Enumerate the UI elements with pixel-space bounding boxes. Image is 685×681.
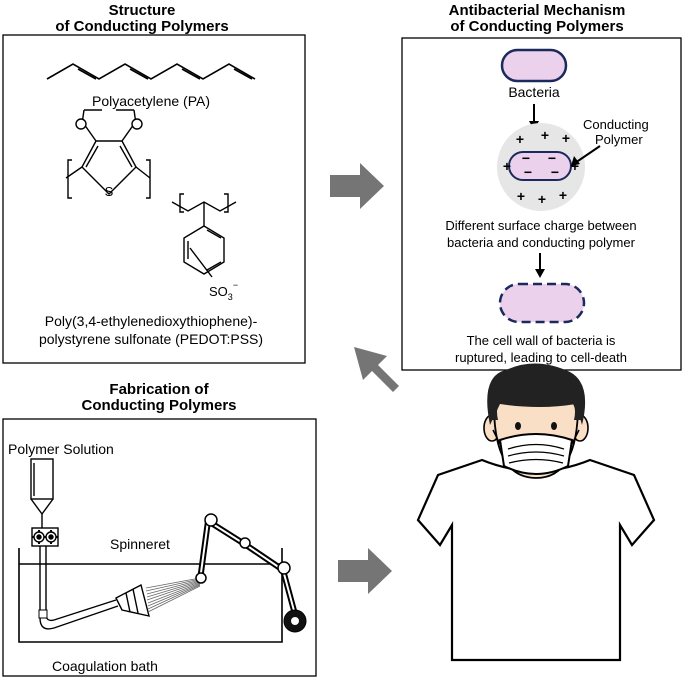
- right-eye: [551, 422, 557, 430]
- svg-text:+: +: [517, 188, 525, 204]
- mechanism-panel: Antibacterial Mechanism of Conducting Po…: [401, 2, 682, 371]
- polyacetylene-label: Polyacetylene (PA): [92, 93, 210, 109]
- roller-icon: [195, 513, 291, 584]
- conducting-polymer-label-line2: Polymer: [595, 132, 643, 147]
- pedot-label-line2: polystyrene sulfonate (PEDOT:PSS): [39, 331, 263, 347]
- svg-text:−: −: [548, 150, 556, 166]
- charge-text-line2: bacteria and conducting polymer: [447, 235, 636, 250]
- hair-top: [487, 363, 586, 425]
- rupture-text-line1: The cell wall of bacteria is: [467, 333, 616, 348]
- coagulation-bath-label: Coagulation bath: [52, 658, 158, 674]
- svg-text:−: −: [551, 164, 559, 180]
- rupture-text-line2: ruptured, leading to cell-death: [455, 350, 627, 365]
- mechanism-title-line2: of Conducting Polymers: [450, 18, 623, 35]
- bacteria-icon: [500, 48, 568, 83]
- left-eye: [515, 422, 521, 430]
- pss-structure: [171, 193, 237, 278]
- flow-arrow-icon: [330, 163, 384, 209]
- structure-title-line1: Structure: [109, 2, 176, 19]
- structure-title-line2: of Conducting Polymers: [55, 18, 228, 35]
- structure-panel: Structure of Conducting Polymers Polyace…: [2, 2, 306, 364]
- fabrication-title-line1: Fabrication of: [109, 381, 209, 398]
- fabrication-panel-frame: [2, 418, 317, 677]
- pedot-label-line1: Poly(3,4-ethylenedioxythiophene)-: [45, 313, 258, 329]
- svg-text:+: +: [571, 158, 579, 174]
- svg-text:−: −: [524, 164, 532, 180]
- polyacetylene-structure: [46, 63, 256, 80]
- sulfonate-group: SO3−: [209, 280, 238, 302]
- t-shirt-icon: [416, 458, 656, 662]
- spinneret-label: Spinneret: [110, 536, 170, 552]
- ruptured-bacteria-icon: [498, 282, 586, 324]
- face-mask-icon: [492, 429, 580, 475]
- positive-charges: + + + + + + + +: [503, 127, 579, 207]
- polymer-solution-label: Polymer Solution: [8, 441, 114, 457]
- gear-icon: [32, 530, 58, 544]
- svg-text:+: +: [503, 158, 511, 174]
- svg-text:+: +: [562, 130, 570, 146]
- take-up-spool-hub: [291, 617, 299, 625]
- feed-tube: [38, 546, 150, 630]
- coagulation-bath: [18, 548, 283, 643]
- flow-arrow-icon: [354, 347, 399, 392]
- fabrication-panel: Fabrication of Conducting Polymers Polym…: [2, 381, 317, 677]
- svg-text:+: +: [538, 191, 546, 207]
- flow-arrow-icon: [338, 548, 392, 594]
- fabrication-title-line2: Conducting Polymers: [81, 397, 236, 414]
- charge-text-line1: Different surface charge between: [445, 218, 636, 233]
- person-icon: [416, 363, 656, 662]
- bacteria-icon: [508, 151, 572, 181]
- thiophene-sulfur-atom: S: [105, 184, 114, 199]
- svg-text:+: +: [516, 131, 524, 147]
- fibre-jets: [145, 577, 201, 613]
- svg-text:+: +: [559, 187, 567, 203]
- conducting-polymer-label-line1: Conducting: [583, 117, 649, 132]
- pedot-structure: [65, 109, 151, 199]
- structure-panel-frame: [2, 34, 306, 364]
- mechanism-title-line1: Antibacterial Mechanism: [449, 2, 626, 19]
- bacteria-label: Bacteria: [508, 84, 560, 100]
- svg-text:−: −: [522, 150, 530, 166]
- negative-charges: − − − −: [522, 150, 559, 180]
- svg-text:+: +: [541, 127, 549, 143]
